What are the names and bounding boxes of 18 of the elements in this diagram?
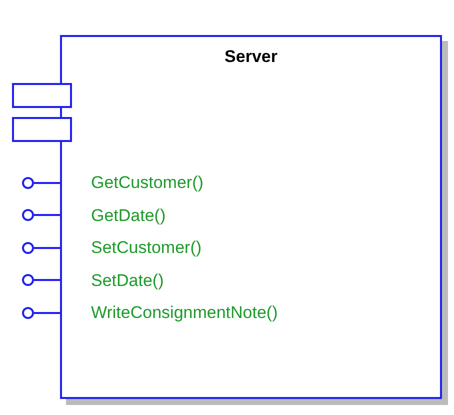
port-rect	[12, 83, 72, 108]
interface-line	[34, 214, 60, 216]
interface-circle	[22, 242, 34, 254]
interface-line	[34, 247, 60, 249]
interface-circle	[22, 209, 34, 221]
component-title: Server	[224, 47, 278, 67]
interface-line	[34, 312, 60, 314]
interface-line	[34, 279, 60, 281]
method-name: SetDate()	[91, 270, 164, 290]
method-name: GetDate()	[91, 206, 166, 226]
port-rect	[12, 117, 72, 142]
interface-line	[34, 182, 60, 184]
interface-circle	[22, 274, 34, 286]
method-name: GetCustomer()	[91, 173, 204, 193]
method-name: WriteConsignmentNote()	[91, 303, 278, 323]
method-name: SetCustomer()	[91, 238, 202, 258]
interface-circle	[22, 177, 34, 189]
interface-circle	[22, 307, 34, 319]
